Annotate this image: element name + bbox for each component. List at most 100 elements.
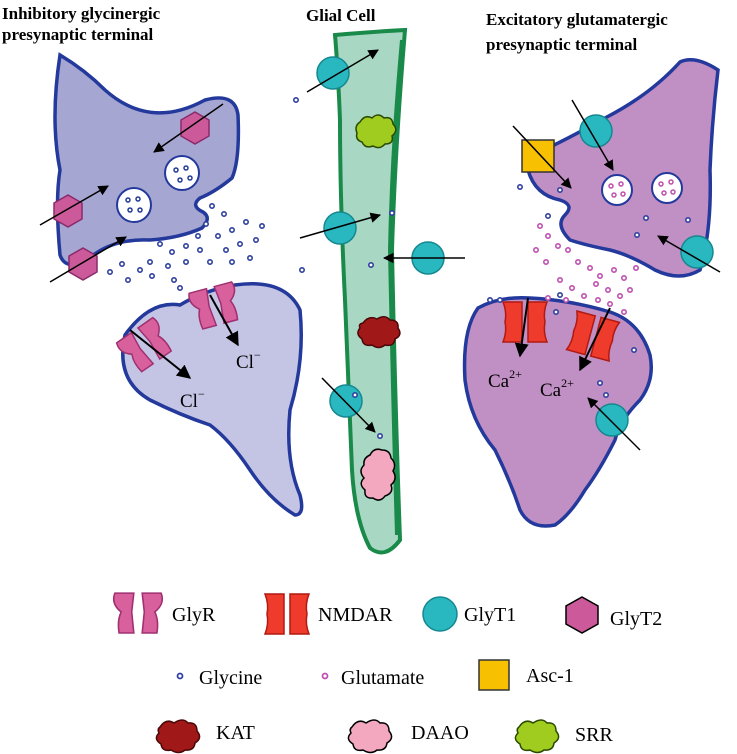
- glycine-dot: [556, 187, 563, 194]
- glyt1-transporter: [595, 403, 629, 437]
- glycine-dot: [544, 213, 551, 220]
- transport-arrow: [39, 185, 109, 226]
- title-inhibitory-line2: presynaptic terminal: [2, 25, 154, 44]
- legend: GlyR NMDAR GlyT1 GlyT2 Glycine Glutamate…: [112, 592, 662, 754]
- excitatory-presynaptic-terminal: [526, 58, 720, 278]
- vesicle: [164, 155, 200, 191]
- legend-glyt1-icon: [422, 596, 458, 632]
- glutamate-dot: [632, 264, 639, 271]
- legend-glutamate-label: Glutamate: [341, 667, 424, 689]
- glutamate-dot: [544, 233, 551, 240]
- legend-glycine-icon: [176, 672, 184, 680]
- legend-srr-label: SRR: [575, 724, 613, 746]
- glycine-dot: [157, 241, 164, 248]
- glycine-dot: [684, 217, 691, 224]
- glycine-dot: [183, 258, 190, 265]
- title-inhibitory-line1: Inhibitory glycinergic: [2, 4, 161, 23]
- glycine-dot: [147, 258, 154, 265]
- glycine-dot: [376, 432, 383, 439]
- chloride-ion-label: Cl−: [236, 348, 261, 373]
- vesicle: [601, 174, 633, 206]
- glycine-dot: [237, 241, 244, 248]
- glycine-dot: [165, 262, 172, 269]
- legend-asc1-label: Asc-1: [526, 665, 574, 687]
- legend-daao-label: DAAO: [411, 722, 469, 744]
- legend-glycine-label: Glycine: [199, 667, 262, 689]
- glutamate-dot: [574, 258, 581, 265]
- glycine-dot: [223, 247, 230, 254]
- glial-cell: [332, 27, 408, 555]
- calcium-influx-arrow: [514, 297, 529, 358]
- glycine-dot: [207, 258, 214, 265]
- glyt2-transporter: [180, 111, 210, 145]
- glutamate-dot: [536, 223, 543, 230]
- glycine-dot: [215, 233, 222, 240]
- legend-glyr-icon: [112, 592, 164, 634]
- glycine-dot: [552, 308, 559, 315]
- glycine-dot: [169, 249, 176, 256]
- title-excitatory-line1: Excitatory glutamatergic: [486, 10, 668, 29]
- glyt2-transporter: [68, 247, 98, 281]
- glycine-dot: [642, 215, 649, 222]
- calcium-influx-arrow: [579, 307, 611, 372]
- glycine-dot: [177, 284, 184, 291]
- vesicle: [651, 172, 683, 204]
- glycine-dot: [229, 227, 236, 234]
- glutamate-dot: [606, 300, 613, 307]
- glutamate-particles: [532, 223, 639, 315]
- legend-glyt2-label: GlyT2: [610, 608, 662, 630]
- glutamate-dot: [626, 286, 633, 293]
- glycine-dot: [221, 211, 228, 218]
- glycine-dot: [119, 260, 126, 267]
- glutamate-dot: [568, 284, 575, 291]
- glutamate-dot: [620, 274, 627, 281]
- legend-daao-icon: [347, 719, 393, 754]
- srr-enzyme: [355, 114, 397, 149]
- kat-enzyme: [357, 316, 401, 349]
- glutamate-dot: [596, 272, 603, 279]
- glutamate-dot: [554, 243, 561, 250]
- glial-cell-border: [387, 39, 404, 536]
- title-excitatory-line2: presynaptic terminal: [486, 35, 638, 54]
- chloride-influx-arrow: [129, 329, 192, 379]
- glycine-dot: [125, 276, 132, 283]
- legend-asc1-icon: [478, 659, 510, 691]
- legend-nmdar-icon: [264, 593, 310, 635]
- glutamate-dot: [594, 296, 601, 303]
- glycine-dot: [516, 184, 523, 191]
- transport-arrow: [571, 99, 614, 171]
- inhibitory-presynaptic-terminal: [53, 52, 241, 267]
- glycine-particles: [107, 97, 305, 291]
- glycine-dot: [556, 291, 563, 298]
- glycine-dot: [137, 266, 144, 273]
- transport-arrow: [587, 397, 641, 451]
- glutamate-dot: [556, 276, 563, 283]
- chloride-influx-arrow: [209, 294, 239, 347]
- asc1-transporter: [521, 139, 555, 173]
- glutamate-dot: [610, 266, 617, 273]
- glyt1-transporter: [579, 114, 613, 148]
- glycine-dot: [630, 346, 637, 353]
- calcium-ion-label: Ca2+: [488, 367, 522, 392]
- glycine-dot: [229, 258, 236, 265]
- transport-arrow: [321, 377, 376, 433]
- glycine-dot: [183, 243, 190, 250]
- glycine-dot: [633, 232, 640, 239]
- glycine-particles: [351, 210, 395, 439]
- glutamate-dot: [562, 296, 569, 303]
- glycine-dot: [149, 272, 156, 279]
- glycine-dot: [209, 203, 216, 210]
- transport-arrow: [153, 103, 224, 153]
- legend-kat-label: KAT: [216, 722, 255, 744]
- legend-glyr-label: GlyR: [172, 604, 216, 626]
- glutamate-dot: [586, 264, 593, 271]
- glycine-dot: [496, 296, 503, 303]
- glycine-dot: [171, 276, 178, 283]
- glycine-dot: [596, 379, 603, 386]
- title-glial-cell: Glial Cell: [306, 6, 376, 25]
- glycine-dot: [388, 210, 395, 217]
- glutamate-dot: [592, 280, 599, 287]
- vesicle: [116, 187, 152, 223]
- glycine-dot: [243, 219, 250, 226]
- calcium-ion-label: Ca2+: [540, 376, 574, 401]
